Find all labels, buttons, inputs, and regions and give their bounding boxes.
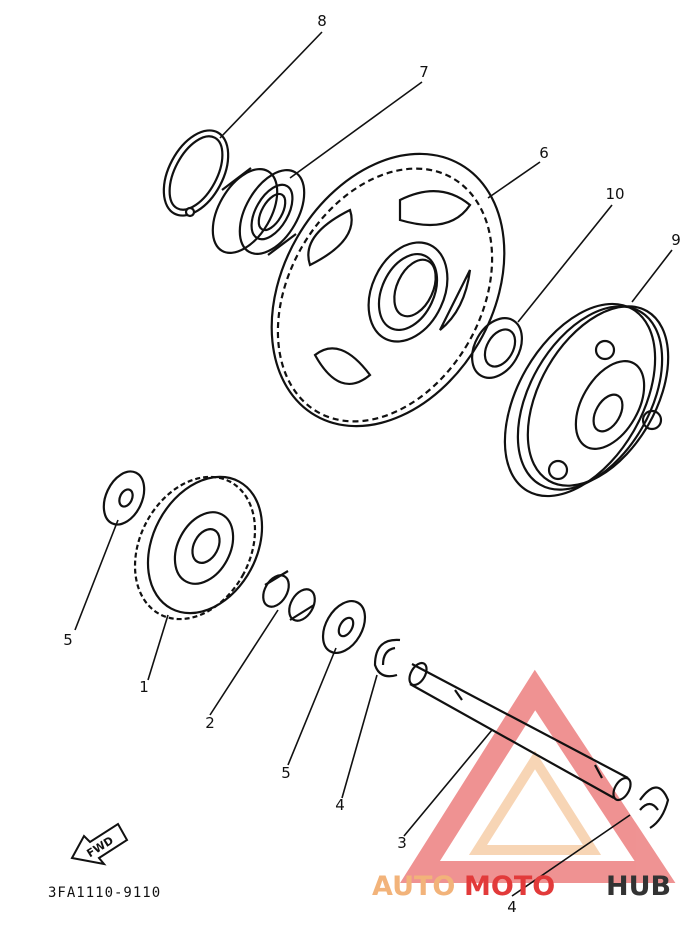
callout-9: 9 [671, 231, 681, 249]
part-7-bearing [211, 167, 306, 256]
part-9-starter-clutch [503, 302, 670, 498]
part-10-washer [471, 317, 523, 379]
callout-4-lower: 4 [507, 898, 517, 916]
watermark-auto: AUTO [372, 871, 455, 902]
part-5-washer-lower [321, 600, 367, 654]
callout-7: 7 [419, 63, 429, 81]
callout-10: 10 [605, 185, 624, 203]
callout-5-upper: 5 [63, 631, 73, 649]
callout-labels: 8 7 6 10 9 5 1 2 5 4 3 4 [63, 12, 681, 916]
callout-5-lower: 5 [281, 764, 291, 782]
part-5-washer-upper [102, 470, 146, 526]
part-6-starter-wheel-gear [270, 152, 506, 428]
part-1-idle-gear [133, 475, 264, 621]
part-4-circlip-upper [373, 638, 401, 678]
callout-1: 1 [139, 678, 149, 696]
part-3-shaft [408, 661, 632, 802]
drawing-code: 3FA1110-9110 [48, 885, 161, 901]
callout-6: 6 [539, 144, 549, 162]
leader-lines [74, 31, 673, 897]
part-2-needle-bearing [262, 570, 316, 622]
part-8-circlip [162, 129, 230, 218]
part-4-circlip-lower [639, 786, 670, 829]
fwd-arrow: FWD [70, 822, 129, 866]
callout-4-upper: 4 [335, 796, 345, 814]
watermark-logo [400, 669, 676, 883]
watermark-text: AUTO MOTO HUB [372, 871, 671, 902]
callout-8: 8 [317, 12, 327, 30]
watermark-moto: MOTO [464, 871, 555, 902]
watermark-hub: HUB [606, 871, 671, 902]
callout-3: 3 [397, 834, 407, 852]
callout-2: 2 [205, 714, 215, 732]
